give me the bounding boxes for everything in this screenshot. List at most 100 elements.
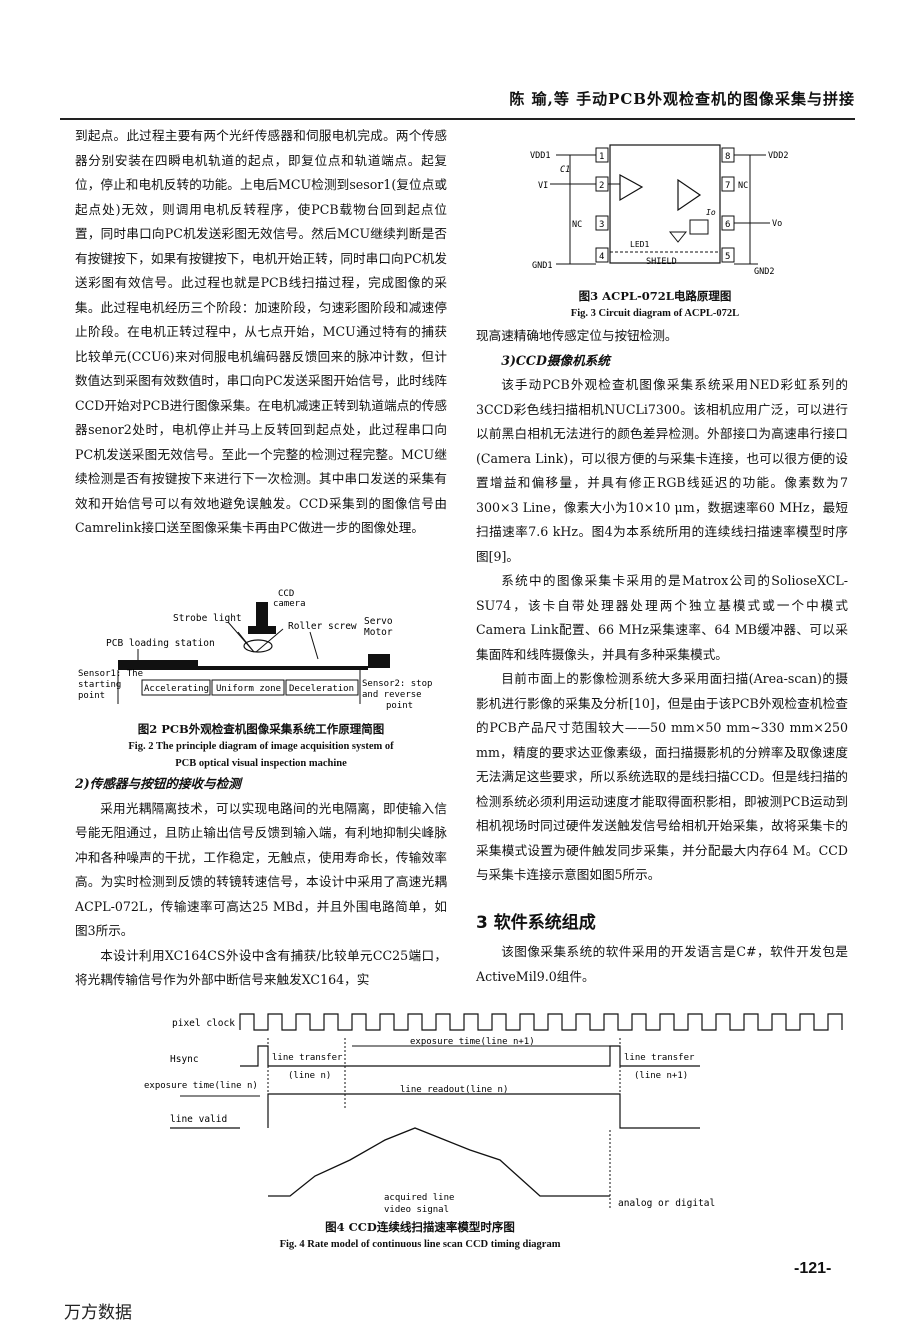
led1-label: LED1 bbox=[630, 240, 649, 249]
pixel-clock-label: pixel clock bbox=[172, 1018, 235, 1029]
output-amp bbox=[677, 178, 702, 212]
fig4-caption-en: Fig. 4 Rate model of continuous line sca… bbox=[279, 1239, 561, 1250]
line-valid-wave bbox=[170, 1093, 700, 1129]
point-label: point bbox=[78, 691, 105, 701]
svg-text:6: 6 bbox=[725, 220, 730, 230]
fig2-caption-en2: PCB optical visual inspection machine bbox=[175, 758, 347, 769]
gnd1-label: GND1 bbox=[532, 261, 552, 271]
right-column-end: 该图像采集系统的软件采用的开发语言是C#，软件开发包是ActiveMil9.0组… bbox=[476, 940, 848, 989]
gnd2-label: GND2 bbox=[754, 267, 774, 277]
rail bbox=[118, 666, 368, 670]
line-n1-label: (line n+1) bbox=[634, 1071, 688, 1081]
servo-motor-block bbox=[368, 654, 390, 668]
reverse-label: and reverse bbox=[362, 690, 422, 700]
output-transistor bbox=[689, 219, 709, 235]
svg-text:2: 2 bbox=[599, 181, 604, 191]
camera-label: camera bbox=[273, 599, 306, 609]
accelerating-box bbox=[141, 679, 211, 696]
pcb-board bbox=[118, 660, 198, 666]
line-transfer-2-label: line transfer bbox=[624, 1053, 695, 1063]
roller-screw-label: Roller screw bbox=[288, 621, 357, 632]
strobe-light-ring bbox=[243, 639, 273, 653]
running-header: 陈 瑜,等 手动PCB外观检查机的图像采集与拼接 bbox=[509, 90, 855, 108]
nc-left-label: NC bbox=[572, 220, 582, 230]
fig3-caption-cn: 图3 ACPL-072L电路原理图 bbox=[578, 289, 732, 303]
subsection-3-title: 3)CCD摄像机系统 bbox=[501, 352, 610, 368]
deceleration-label: Deceleration bbox=[289, 684, 354, 694]
fig2-caption-cn: 图2 PCB外观检查机图像采集系统工作原理简图 bbox=[137, 722, 385, 736]
strobe-light-label: Strobe light bbox=[173, 613, 242, 624]
right-pins: 8 7 6 5 bbox=[721, 147, 735, 263]
acquired-line-label: acquired line bbox=[384, 1193, 454, 1203]
deceleration-box bbox=[285, 679, 359, 696]
video-signal-label: video signal bbox=[384, 1205, 449, 1215]
exposure-n-label: exposure time(line n) bbox=[144, 1081, 258, 1091]
ic-body bbox=[609, 144, 721, 264]
svg-text:7: 7 bbox=[725, 181, 730, 191]
right-paragraph-4: 该图像采集系统的软件采用的开发语言是C#，软件开发包是ActiveMil9.0组… bbox=[476, 944, 848, 984]
uniform-label: Uniform zone bbox=[216, 684, 281, 694]
ccd-camera-lens bbox=[248, 626, 276, 634]
led-diode bbox=[668, 231, 688, 243]
subsection-2-title: 2)传感器与按钮的接收与检测 bbox=[75, 776, 241, 791]
exposure-n1-label: exposure time(line n+1) bbox=[410, 1037, 535, 1047]
right-column: 现高速精确地传感定位与按钮检测。 3)CCD摄像机系统 该手动PCB外观检查机图… bbox=[476, 324, 848, 888]
starting-label: starting bbox=[78, 680, 121, 690]
ccd-label: CCD bbox=[278, 589, 294, 599]
svg-text:1: 1 bbox=[599, 152, 604, 162]
io-label: Io bbox=[706, 208, 716, 217]
right-paragraph-1: 该手动PCB外观检查机图像采集系统采用NED彩虹系列的3CCD彩色线扫描相机NU… bbox=[476, 377, 848, 564]
shield-label: SHIELD bbox=[646, 257, 677, 267]
pcb-loading-label: PCB loading station bbox=[106, 638, 215, 649]
sensor1-label: Sensor1: The bbox=[78, 669, 143, 679]
video-signal-wave bbox=[268, 1127, 610, 1197]
pixel-clock-wave bbox=[239, 1013, 843, 1031]
fig2-caption-en1: Fig. 2 The principle diagram of image ac… bbox=[128, 741, 394, 752]
vi-label: VI bbox=[538, 181, 548, 191]
fig2-diagram: CCD camera Strobe light Roller screw PCB… bbox=[78, 589, 432, 711]
vo-label: Vo bbox=[772, 219, 782, 229]
line-valid-label: line valid bbox=[170, 1114, 227, 1125]
accelerating-label: Accelerating bbox=[144, 684, 209, 694]
fig4-timing-diagram: pixel clock Hsync line transfer (line n)… bbox=[144, 1013, 843, 1215]
left-paragraph-2: 采用光耦隔离技术，可以实现电路间的光电隔离，即使输入信号能无阻通过，且防止输出信… bbox=[75, 800, 447, 939]
svg-text:8: 8 bbox=[725, 152, 730, 162]
svg-text:5: 5 bbox=[725, 252, 730, 262]
right-paragraph-3: 目前市面上的影像检测系统大多采用面扫描(Area-scan)的摄影机进行影像的采… bbox=[476, 671, 848, 882]
svg-text:3: 3 bbox=[599, 220, 604, 230]
buffer-triangle bbox=[619, 173, 644, 202]
fig3-caption-en: Fig. 3 Circuit diagram of ACPL-072L bbox=[570, 308, 740, 319]
section-3-title: 3 软件系统组成 bbox=[476, 913, 596, 933]
fig3-caption: 图3 ACPL-072L电路原理图 Fig. 3 Circuit diagram… bbox=[500, 287, 810, 322]
c1-label: C1 bbox=[560, 165, 570, 175]
line-transfer-1-label: line transfer bbox=[272, 1053, 343, 1063]
right-paragraph-0: 现高速精确地传感定位与按钮检测。 bbox=[476, 328, 678, 343]
left-pins: 1 2 3 4 bbox=[595, 147, 609, 263]
page-number: -121- bbox=[794, 1260, 832, 1277]
fig4-caption: 图4 CCD连续线扫描速率模型时序图 Fig. 4 Rate model of … bbox=[140, 1218, 700, 1253]
right-paragraph-2: 系统中的图像采集卡采用的是Matrox公司的SolioseXCL-SU74，该卡… bbox=[476, 573, 848, 662]
fig3-circuit: 1 2 3 4 8 7 6 5 VDD1 C1 VI NC GND1 VDD2 … bbox=[530, 144, 788, 277]
fig2-caption: 图2 PCB外观检查机图像采集系统工作原理简图 Fig. 2 The princ… bbox=[75, 720, 447, 772]
watermark-wanfang: 万方数据 bbox=[64, 1303, 132, 1323]
left-column-top: 到起点。此过程主要有两个光纤传感器和伺服电机完成。两个传感器分别安装在四瞬电机轨… bbox=[75, 124, 447, 541]
vdd2-label: VDD2 bbox=[768, 151, 788, 161]
left-paragraph-1: 到起点。此过程主要有两个光纤传感器和伺服电机完成。两个传感器分别安装在四瞬电机轨… bbox=[75, 128, 447, 535]
analog-digital-label: analog or digital bbox=[618, 1198, 715, 1209]
motor-label: Motor bbox=[364, 627, 393, 638]
servo-label: Servo bbox=[364, 616, 393, 627]
left-column-bottom: 2)传感器与按钮的接收与检测 采用光耦隔离技术，可以实现电路间的光电隔离，即使输… bbox=[75, 772, 447, 993]
hsync-label: Hsync bbox=[170, 1054, 199, 1065]
sensor2-label: Sensor2: stop bbox=[362, 679, 432, 689]
svg-text:4: 4 bbox=[599, 252, 604, 262]
fig4-caption-cn: 图4 CCD连续线扫描速率模型时序图 bbox=[325, 1220, 515, 1234]
ccd-camera-body bbox=[256, 602, 268, 628]
uniform-box bbox=[211, 679, 285, 696]
left-paragraph-3: 本设计利用XC164CS外设中含有捕获/比较单元CC25端口，将光耦传输信号作为… bbox=[75, 947, 447, 988]
line-n-label: (line n) bbox=[288, 1071, 331, 1081]
vdd1-label: VDD1 bbox=[530, 151, 550, 161]
line-readout-label: line readout(line n) bbox=[400, 1085, 508, 1095]
header-rule bbox=[60, 118, 855, 120]
nc-right-label: NC bbox=[738, 181, 748, 191]
point2-label: point bbox=[386, 701, 413, 711]
